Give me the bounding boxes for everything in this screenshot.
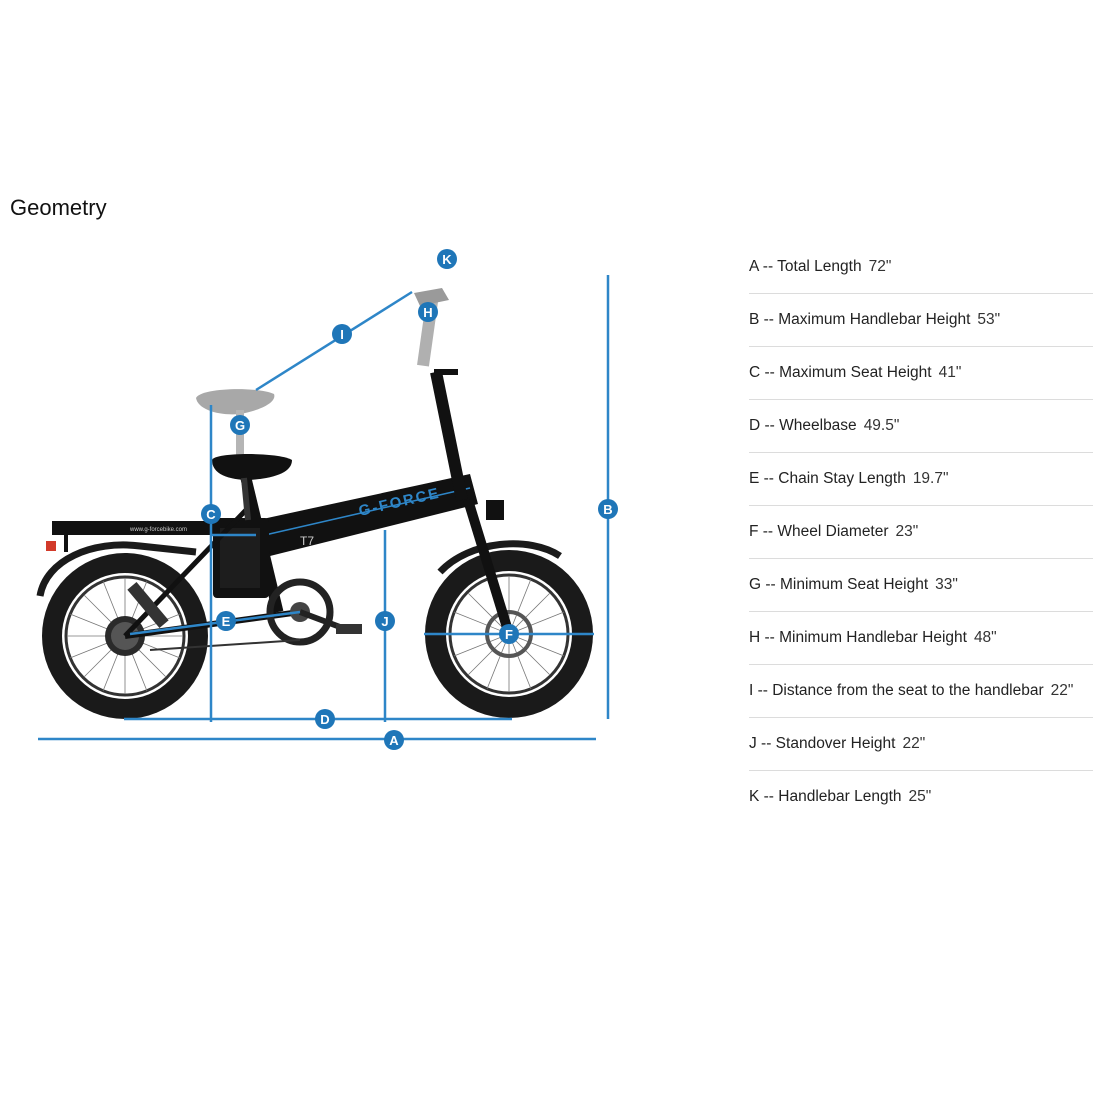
- dimension-marker-h: H: [418, 302, 438, 322]
- svg-text:G: G: [235, 418, 245, 433]
- spec-row-b: B -- Maximum Handlebar Height 53": [749, 294, 1093, 347]
- rear-rack: www.g-forcebike.com: [46, 521, 220, 552]
- spec-label: I -- Distance from the seat to the handl…: [749, 682, 1044, 699]
- model-mark: T7: [300, 534, 314, 548]
- spec-value: 23": [895, 523, 919, 540]
- spec-value: 25": [908, 788, 932, 805]
- svg-text:H: H: [423, 305, 432, 320]
- spec-label: H -- Minimum Handlebar Height: [749, 629, 967, 646]
- dimension-marker-g: G: [230, 415, 250, 435]
- spec-value: 72": [868, 258, 892, 275]
- spec-value: 19.7": [912, 470, 949, 487]
- geometry-spec-list: A -- Total Length 72" B -- Maximum Handle…: [749, 241, 1093, 823]
- svg-text:C: C: [206, 507, 216, 522]
- svg-text:F: F: [505, 627, 513, 642]
- dimension-marker-a: A: [384, 730, 404, 750]
- spec-label: E -- Chain Stay Length: [749, 470, 906, 487]
- dimension-marker-e: E: [216, 611, 236, 631]
- tail-light: [46, 541, 56, 551]
- spec-label: B -- Maximum Handlebar Height: [749, 311, 971, 328]
- svg-text:K: K: [442, 252, 452, 267]
- spec-label: C -- Maximum Seat Height: [749, 364, 932, 381]
- spec-row-j: J -- Standover Height 22": [749, 718, 1093, 771]
- raised-handlebar-ghost: [414, 288, 449, 367]
- spec-row-e: E -- Chain Stay Length 19.7": [749, 453, 1093, 506]
- svg-text:D: D: [320, 712, 329, 727]
- spec-label: A -- Total Length: [749, 258, 862, 275]
- spec-label: K -- Handlebar Length: [749, 788, 902, 805]
- spec-row-d: D -- Wheelbase 49.5": [749, 400, 1093, 453]
- spec-value: 22": [1050, 682, 1074, 699]
- spec-row-h: H -- Minimum Handlebar Height 48": [749, 612, 1093, 665]
- crank: [149, 578, 362, 651]
- spec-value: 53": [977, 311, 1001, 328]
- svg-text:J: J: [381, 614, 388, 629]
- spec-row-a: A -- Total Length 72": [749, 241, 1093, 294]
- svg-text:E: E: [222, 614, 231, 629]
- dimension-marker-i: I: [332, 324, 352, 344]
- spec-label: J -- Standover Height: [749, 735, 896, 752]
- bike-geometry-diagram: www.g-forcebike.com G-FORCE T7: [36, 249, 618, 750]
- spec-value: 41": [938, 364, 962, 381]
- dimension-marker-c: C: [201, 504, 221, 524]
- spec-label: D -- Wheelbase: [749, 417, 857, 434]
- dimension-marker-b: B: [598, 499, 618, 519]
- spec-row-f: F -- Wheel Diameter 23": [749, 506, 1093, 559]
- dimension-marker-d: D: [315, 709, 335, 729]
- spec-label: G -- Minimum Seat Height: [749, 576, 929, 593]
- dimension-marker-k: K: [437, 249, 457, 269]
- spec-value: 22": [902, 735, 926, 752]
- seat: [212, 454, 292, 521]
- spec-value: 48": [973, 629, 997, 646]
- spec-row-c: C -- Maximum Seat Height 41": [749, 347, 1093, 400]
- svg-text:I: I: [340, 327, 344, 342]
- spec-row-k: K -- Handlebar Length 25": [749, 771, 1093, 823]
- rack-url: www.g-forcebike.com: [129, 527, 187, 533]
- spec-row-g: G -- Minimum Seat Height 33": [749, 559, 1093, 612]
- dimension-marker-j: J: [375, 611, 395, 631]
- page-title: Geometry: [10, 195, 107, 220]
- svg-text:A: A: [389, 733, 399, 748]
- spec-row-i: I -- Distance from the seat to the handl…: [749, 665, 1093, 718]
- spec-value: 49.5": [863, 417, 900, 434]
- svg-text:B: B: [603, 502, 612, 517]
- dimension-marker-f: F: [499, 624, 519, 644]
- spec-label: F -- Wheel Diameter: [749, 523, 889, 540]
- spec-value: 33": [935, 576, 958, 593]
